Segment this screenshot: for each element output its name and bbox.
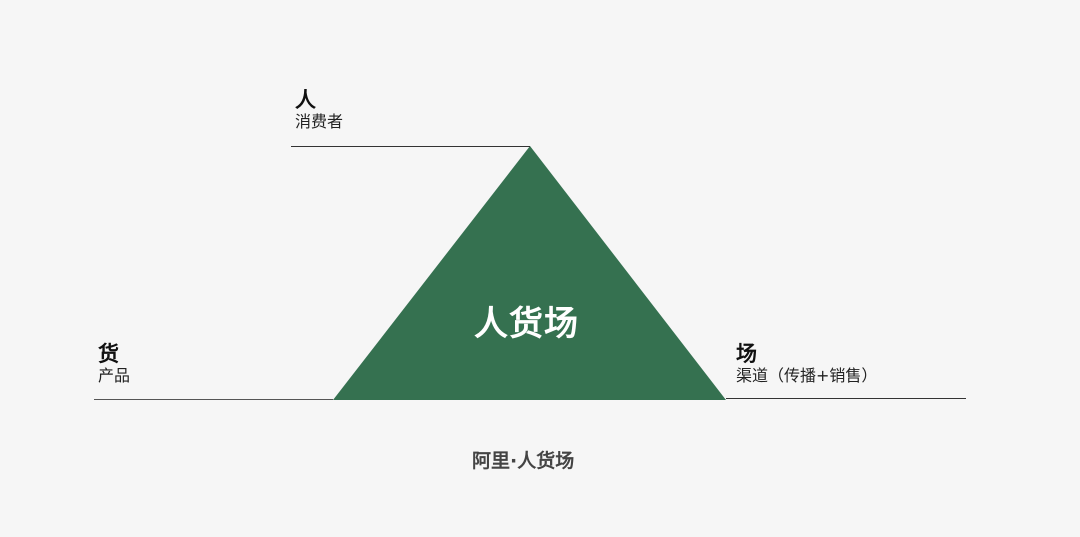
- diagram-caption: 阿里·人货场: [472, 450, 575, 472]
- node-people-subtitle: 消费者: [295, 112, 344, 131]
- triangle-shape: [333, 146, 726, 400]
- node-goods: 货 产品: [98, 342, 130, 386]
- node-place-subtitle: 渠道（传播+销售）: [736, 366, 878, 385]
- node-place-title: 场: [736, 342, 757, 366]
- node-goods-subtitle: 产品: [98, 366, 131, 385]
- place-divider: [726, 398, 966, 399]
- center-label: 人货场: [474, 304, 579, 344]
- node-place: 场 渠道（传播+销售）: [736, 342, 877, 386]
- node-people-title: 人: [295, 88, 316, 112]
- people-divider: [291, 146, 530, 147]
- goods-divider: [94, 399, 333, 400]
- node-people: 人 消费者: [295, 88, 343, 132]
- node-goods-title: 货: [98, 342, 119, 366]
